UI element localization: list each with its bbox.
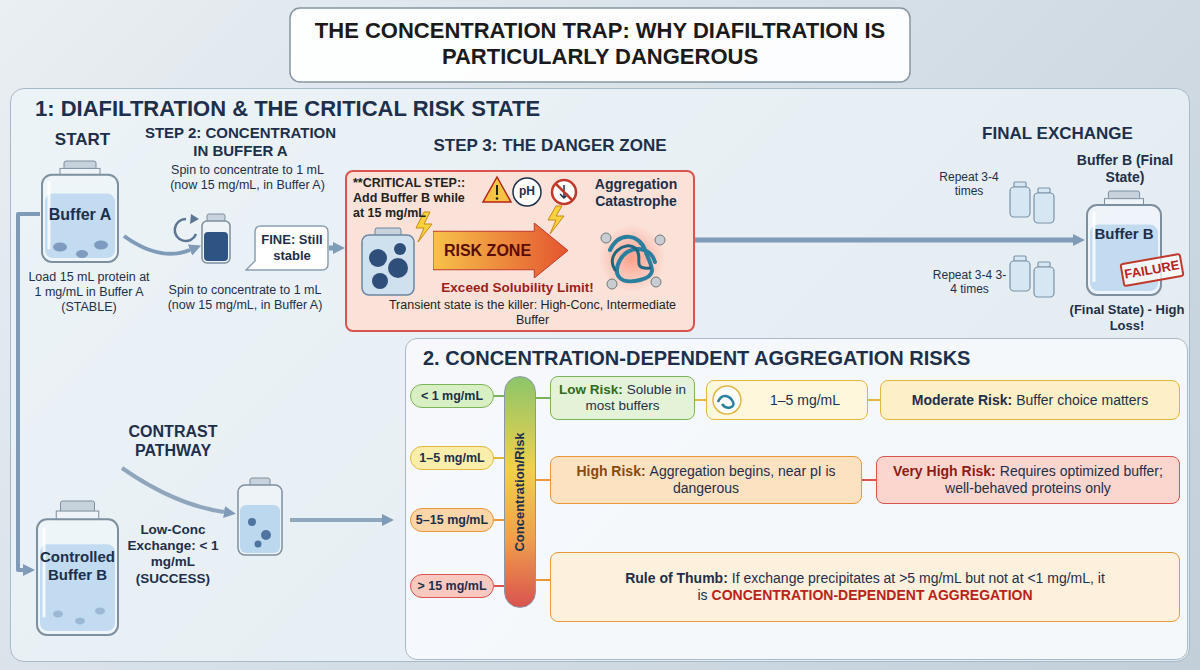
risk-heading: Moderate Risk: [912,392,1012,408]
connector [868,399,880,401]
node-text: 1–5 mg/mL [770,392,840,409]
text-line: High Risk: Aggregation begins, near pI is… [558,463,854,497]
node-text: > 15 mg/mL [417,579,486,594]
rule-box: Rule of Thumb:If exchange precipitates a… [550,552,1180,622]
connector [494,585,504,587]
risk-arrow: RISK ZONE [433,223,568,278]
heading: 2. CONCENTRATION-DEPENDENT AGGREGATION R… [423,346,1183,370]
text-line: Rule of Thumb:If exchange precipitates a… [560,570,1170,604]
node-text: Buffer A [49,205,112,224]
bottle-cap [1108,191,1139,200]
scale-text: Concentration/Risk [512,432,528,551]
bottle-shine [1093,212,1096,282]
node-text: CONCENTRATION-DEPENDENT AGGREGATION [712,587,1033,603]
risk-heading: Rule of Thumb: [625,570,728,586]
bottle-shine [43,528,46,618]
label: (Final State) - High Loss! [1066,302,1188,333]
node-text: Buffer choice matters [1016,392,1148,408]
risk-box: Low Risk:Soluble in most buffers [550,376,695,420]
range-pill: > 15 mg/mL [410,574,494,598]
heading: STEP 3: THE DANGER ZONE [405,136,695,156]
risk-box: Moderate Risk:Buffer choice matters [880,380,1180,420]
connector [329,246,333,251]
range-pill: 1–5 mg/mL [410,446,494,470]
failure-stamp: FAILURE [1119,253,1184,287]
node-text: < 1 mg/mL [421,389,483,404]
node-text: **CRITICAL STEP:: Add Buffer B while at … [353,176,478,221]
connector [494,395,504,397]
heading: 1: DIAFILTRATION & THE CRITICAL RISK STA… [35,96,935,122]
connector [695,238,1073,243]
text-line: Moderate Risk:Buffer choice matters [912,392,1148,409]
bottle-neck [60,168,100,175]
risk-box: High Risk: Aggregation begins, near pI is… [550,456,862,504]
node-text: RISK ZONE [444,241,531,260]
connector [695,399,706,401]
text-line: Low Risk:Soluble in most buffers [558,382,687,414]
node-text: Aggregation begins, near pI is dangerous [650,463,836,496]
label: START [40,130,125,150]
bottle-body [37,519,118,635]
label: Spin to concentrate to 1 mL (now 15 mg/m… [165,163,330,193]
bottle: Buffer A [40,160,120,265]
bottle-neck [1105,199,1144,207]
node-text: Exceed Solubility Limit! [425,280,610,296]
label: FINAL EXCHANGE [935,124,1180,144]
label: Spin to concentrate to 1 mL (now 15 mg/m… [160,283,330,313]
connector [536,479,550,481]
bottle: Controlled Buffer B [35,500,120,638]
connector [494,519,504,521]
bottle-body [42,175,118,262]
label: Low-Conc Exchange: < 1 mg/mL (SUCCESS) [118,522,228,587]
node-text: FINE: Still stable [261,232,323,263]
title: THE CONCENTRATION TRAP: WHY DIAFILTRATIO… [300,18,900,71]
risk-box: Very High Risk:Requires optimized buffer… [876,456,1180,504]
label: Repeat 3-4 3-4 times [932,268,1007,297]
panel: 2. CONCENTRATION-DEPENDENT AGGREGATION R… [405,338,1188,660]
text-line: Very High Risk:Requires optimized buffer… [884,463,1172,497]
label: CONTRAST PATHWAY [118,422,228,460]
label: Load 15 mL protein at 1 mg/mL in Buffer … [28,270,150,315]
bottle-liquid [40,544,115,631]
node-text: Aggregation Catastrophe [581,176,691,210]
connector [862,479,876,481]
risk-heading: Very High Risk: [893,463,996,479]
range-pill: 5–15 mg/mL [410,508,494,532]
bottle: Buffer BFAILURE [1085,190,1163,298]
speech-bubble: FINE: Still stable [245,225,329,271]
node-text: Controlled Buffer B [39,548,116,584]
arrow-outline [433,223,568,278]
connector [536,579,550,581]
bottle-cap [61,501,95,512]
label: STEP 2: CONCENTRATION IN BUFFER A [138,124,343,160]
connector [18,214,40,570]
connector [494,457,504,459]
bottle-neck [56,511,99,521]
range-pill: < 1 mg/mL [410,384,494,408]
bottle-cap [64,161,96,169]
risk-scale: Concentration/Risk [504,376,536,608]
risk-heading: High Risk: [576,463,645,479]
node-text: Transient state is the killer: High-Conc… [375,298,690,328]
bottle-liquid [45,194,115,258]
label: pH [513,184,541,198]
bubble-outline [246,226,328,270]
node-text: Buffer B [1094,225,1153,243]
connector [536,397,550,399]
label: Repeat 3-4 times [935,170,1003,199]
danger-zone: STEP 3: THE DANGER ZONE**CRITICAL STEP::… [345,128,695,332]
node-text: 5–15 mg/mL [416,513,488,528]
risk-heading: Low Risk: [559,382,623,397]
risk-box: 1–5 mg/mL [706,380,868,420]
label: Buffer B (Final State) [1070,152,1180,186]
node-text: 1–5 mg/mL [419,451,484,466]
